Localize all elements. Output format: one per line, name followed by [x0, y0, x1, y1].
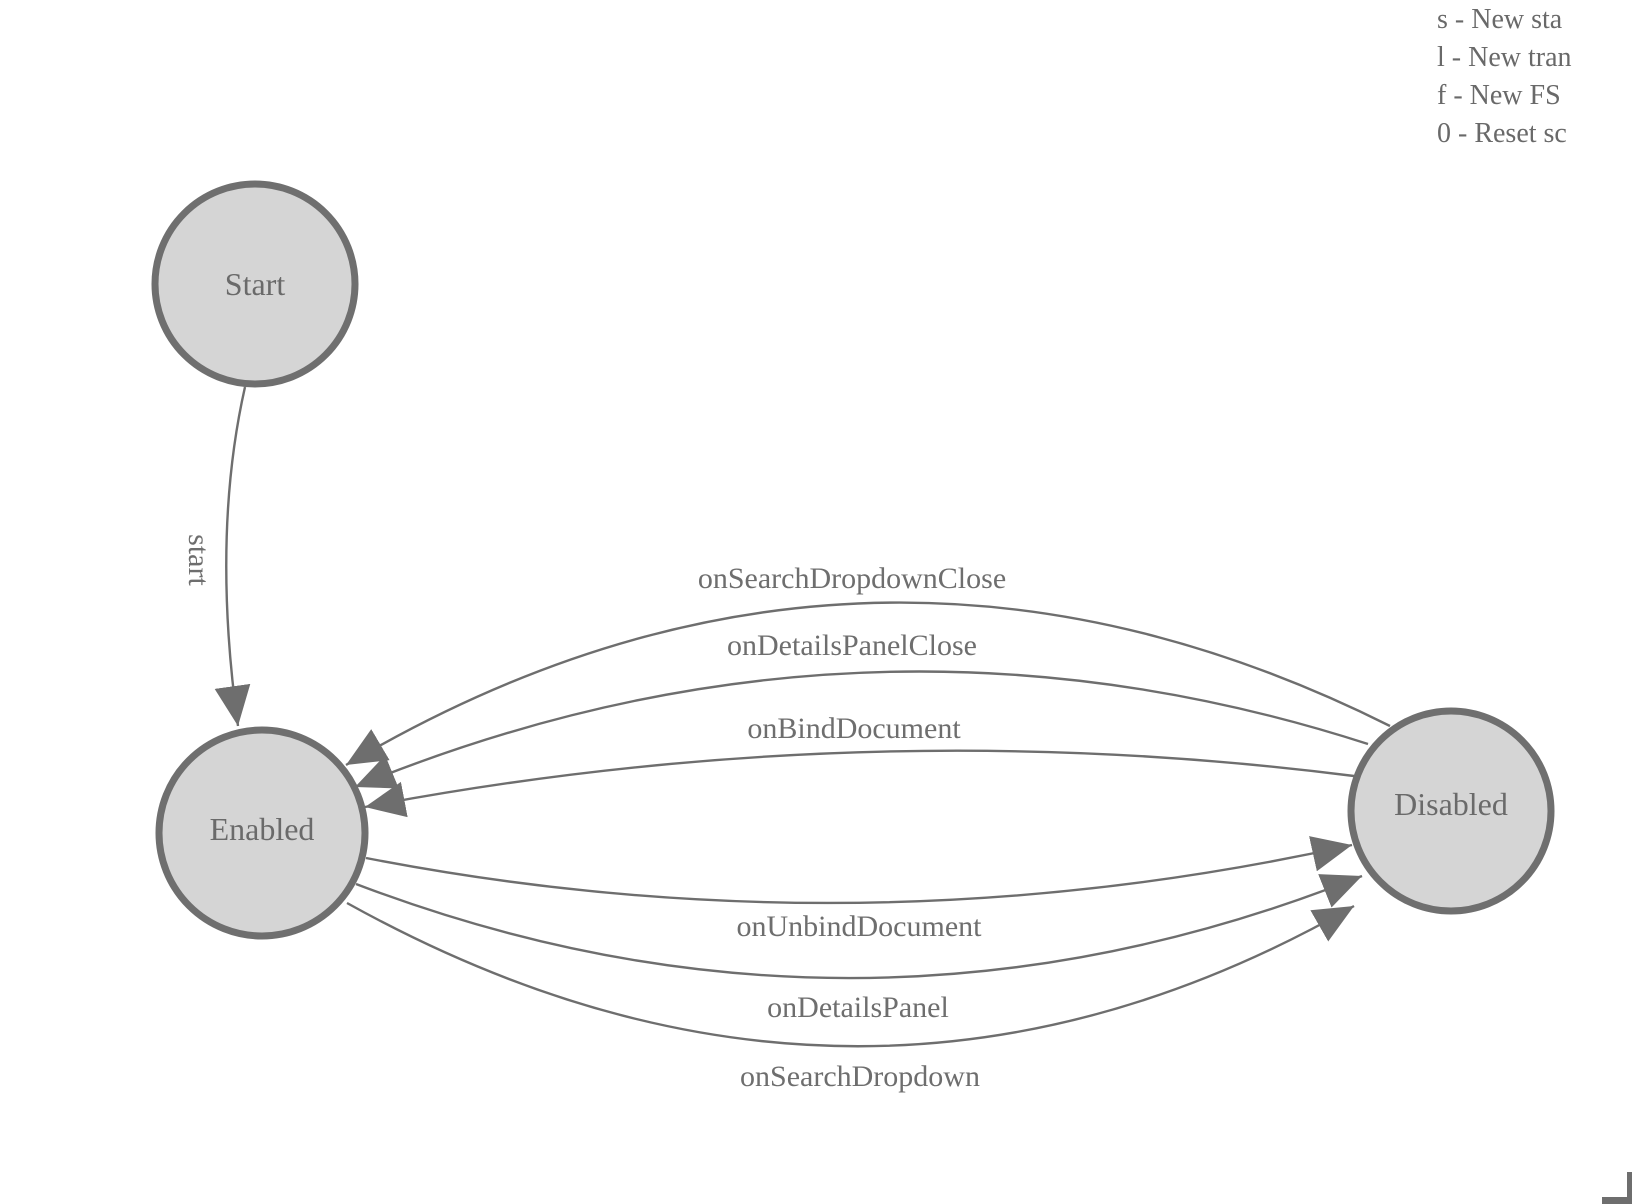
- edge-label-start: start: [182, 534, 215, 586]
- state-node-disabled[interactable]: Disabled: [1347, 707, 1555, 915]
- state-node-enabled[interactable]: Enabled: [155, 726, 369, 940]
- edge-start[interactable]: [214, 386, 251, 727]
- corner-bracket-vertical: [1627, 1172, 1632, 1204]
- legend-line-new-transition: l - New tran: [1437, 42, 1572, 73]
- edge-label-onSearchDropdown: onSearchDropdown: [740, 1060, 980, 1093]
- edge-onSearchDropdown[interactable]: [346, 901, 1355, 1048]
- edge-label-onBindDocument: onBindDocument: [747, 712, 961, 745]
- state-circle-enabled[interactable]: [155, 726, 369, 940]
- shortcut-legend: s - New sta l - New tran f - New FS 0 - …: [1437, 1, 1572, 153]
- edge-onUnbindDocument[interactable]: [365, 836, 1353, 905]
- edge-onSearchDropdownClose[interactable]: [345, 601, 1391, 767]
- edge-label-onSearchDropdownClose: onSearchDropdownClose: [698, 562, 1006, 595]
- state-label-start: Start: [225, 266, 286, 302]
- edge-label-onDetailsPanel: onDetailsPanel: [767, 991, 949, 1024]
- state-node-start[interactable]: Start: [151, 180, 359, 388]
- corner-bracket-horizontal: [1602, 1197, 1632, 1204]
- edge-label-onUnbindDocument: onUnbindDocument: [737, 910, 983, 943]
- edge-group: [214, 386, 1391, 1048]
- legend-line-reset: 0 - Reset sc: [1437, 118, 1567, 149]
- state-label-enabled: Enabled: [210, 811, 315, 847]
- edge-label-group: start onSearchDropdownClose onDetailsPan…: [182, 534, 1006, 1093]
- edge-label-onDetailsPanelClose: onDetailsPanelClose: [727, 629, 977, 662]
- state-circle-disabled[interactable]: [1347, 707, 1555, 915]
- legend-line-new-state: s - New sta: [1437, 4, 1563, 35]
- edge-onBindDocument[interactable]: [364, 749, 1355, 818]
- legend-line-new-fsm: f - New FS: [1437, 80, 1561, 111]
- node-group: Start Enabled Disabled: [151, 180, 1555, 940]
- state-label-disabled: Disabled: [1394, 786, 1508, 822]
- edge-onDetailsPanel[interactable]: [355, 874, 1363, 980]
- state-circle-start[interactable]: [151, 180, 359, 388]
- edge-onDetailsPanelClose[interactable]: [354, 670, 1369, 789]
